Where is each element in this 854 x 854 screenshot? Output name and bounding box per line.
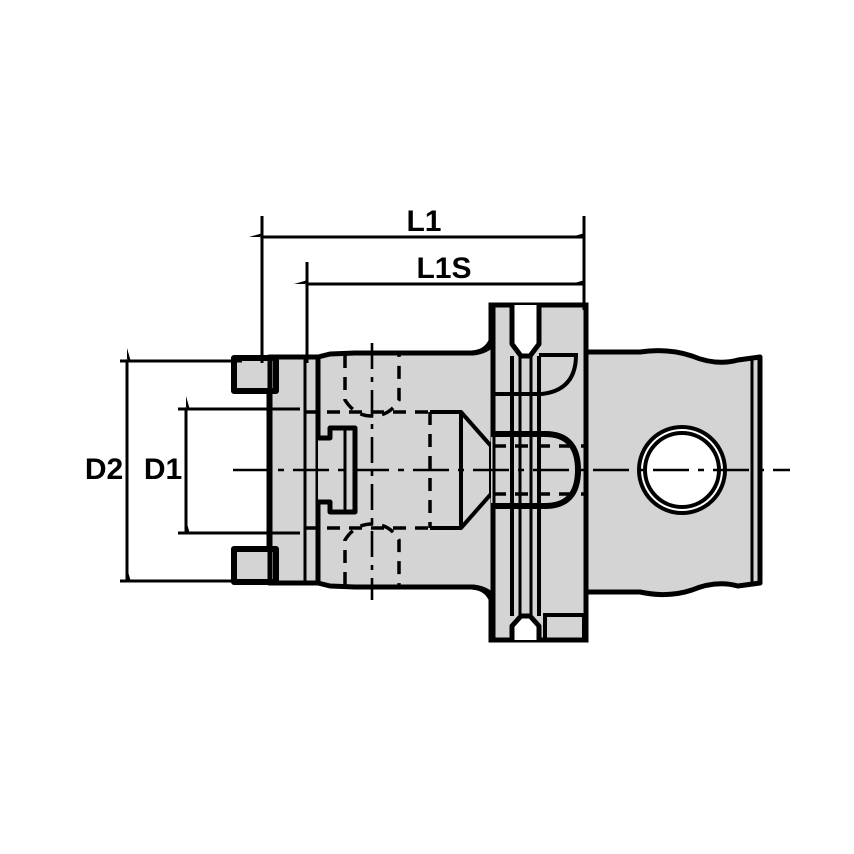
flange-groove-bottom: [509, 613, 542, 640]
flange-slot-lines: [492, 305, 541, 640]
transition-radii: [471, 334, 496, 606]
flange-keyway: [543, 613, 586, 642]
dimension-label-D1: D1: [144, 453, 182, 486]
dimension-label-D2: D2: [85, 453, 123, 486]
flange-groove-top: [509, 305, 542, 359]
dimension-D1: D1: [144, 396, 300, 535]
flange-relief: [491, 353, 579, 396]
dimension-label-L1: L1: [406, 205, 441, 238]
drive-slot: [315, 425, 358, 515]
dimension-L1S: L1S: [294, 252, 586, 363]
part-geometry: [231, 302, 763, 643]
hidden-boss-bottom: [343, 522, 401, 585]
flange-groove: [509, 305, 542, 640]
dimension-label-L1S: L1S: [416, 252, 471, 285]
dimension-D2: D2: [85, 348, 242, 583]
flange-relief-curve: [512, 353, 579, 396]
radius-top: [471, 334, 496, 356]
left-tab-bottom: [231, 546, 279, 585]
flange-keyway-outline: [543, 613, 586, 642]
hidden-lines-flange: [493, 444, 586, 496]
radius-bottom: [471, 584, 496, 606]
